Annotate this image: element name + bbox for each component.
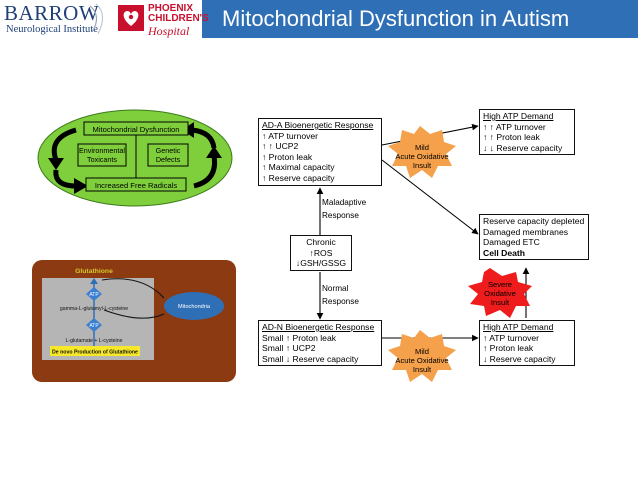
- death-line-2: Damaged membranes: [483, 226, 569, 237]
- maladaptive-label-2: Response: [322, 211, 359, 220]
- hi2-line-2: ↑ Proton leak: [483, 343, 534, 354]
- arrow-ada-to-death: [381, 159, 479, 235]
- pch-line1: PHOENIX: [148, 3, 194, 14]
- hi1-line-3: ↓ ↓ Reserve capacity: [483, 142, 563, 153]
- genetic-defects-label-1: Genetic: [156, 146, 181, 155]
- death-line-3: Damaged ETC: [483, 237, 540, 248]
- mito-dysfunction-label: Mitochondrial Dysfunction: [93, 125, 180, 134]
- hi1-line-1: ↑ ↑ ATP turnover: [483, 121, 546, 132]
- cycle-arrowhead: [206, 146, 222, 158]
- chronic-ros-box: Chronic ↑ROS ↓GSH/GSSG: [290, 235, 352, 271]
- barrow-logo-name: BARROW: [4, 1, 100, 25]
- atp-icon-top: [86, 287, 102, 301]
- hi2-line-3: ↓ Reserve capacity: [483, 353, 556, 364]
- adn-response-box: AD-N Bioenergetic Response Small ↑ Proto…: [258, 320, 382, 366]
- free-radicals-box: [85, 177, 187, 192]
- severe-line3: Insult: [491, 298, 510, 307]
- high-atp-demand-box-top: High ATP Demand ↑ ↑ ATP turnover ↑ ↑ Pro…: [479, 109, 575, 155]
- high-atp-demand-box-bottom: High ATP Demand ↑ ATP turnover ↑ Proton …: [479, 320, 575, 366]
- death-line-1: Reserve capacity depleted: [483, 216, 585, 226]
- adn-title: AD-N Bioenergetic Response: [262, 322, 375, 332]
- mild-insult-burst-top: [388, 126, 456, 178]
- slide-title: Mitochondrial Dysfunction in Autism: [222, 6, 570, 31]
- ada-response-box: AD-A Bioenergetic Response ↑ ATP turnove…: [258, 118, 382, 186]
- mild-insult-burst-bottom: [388, 330, 456, 382]
- mito-arrow-bottom: [103, 309, 165, 319]
- title-bar: [202, 0, 638, 38]
- cell-death-label: Cell Death: [483, 247, 526, 258]
- barrow-logo-subtitle: Neurological Institute: [6, 24, 98, 35]
- cycle-arrowhead: [74, 178, 88, 194]
- pch-logo-icon: [118, 5, 144, 31]
- cell-death-box: Reserve capacity depleted Damaged membra…: [479, 214, 589, 260]
- mild1-line3: Insult: [413, 161, 432, 170]
- cycle-arrow-left-top: [51, 127, 77, 161]
- severe-line2: Oxidative: [484, 289, 516, 298]
- ada-line-4: ↑ Maximal capacity: [262, 162, 335, 173]
- ada-line-1: ↑ ATP turnover: [262, 130, 319, 141]
- hi1-title: High ATP Demand: [483, 111, 554, 121]
- chronic-line-1: Chronic: [306, 237, 336, 247]
- atp-label-bottom: ATP: [89, 323, 99, 329]
- ada-line-5: ↑ Reserve capacity: [262, 172, 335, 183]
- free-radicals-label: Increased Free Radicals: [95, 181, 178, 190]
- de-novo-label: De novo Production of Glutathione: [52, 350, 138, 356]
- ada-line-2: ↑ ↑ UCP2: [262, 141, 299, 152]
- severe-insult-burst: [468, 268, 532, 318]
- pch-line3: Hospital: [148, 24, 190, 38]
- barrow-emblem-icon: [89, 3, 103, 35]
- cycle-arrow-right-bottom: [193, 155, 218, 189]
- genetic-defects-label-2: Defects: [156, 155, 181, 164]
- atp-icon-bottom: [86, 318, 102, 332]
- normal-label-1: Normal: [322, 284, 349, 293]
- mitochondria-label: Mitochondria: [178, 304, 211, 310]
- atp-label-top: ATP: [89, 292, 99, 298]
- chronic-line-2: ↑ROS: [309, 247, 333, 258]
- cycle-arrowhead: [48, 158, 64, 170]
- pathway-arrowhead: [90, 278, 98, 284]
- ada-line-3: ↑ Proton leak: [262, 151, 313, 162]
- mild1-line2: Acute Oxidative: [395, 152, 448, 161]
- hi2-title: High ATP Demand: [483, 322, 554, 332]
- chronic-line-3: ↓GSH/GSSG: [295, 258, 347, 269]
- adn-line-2: Small ↑ UCP2: [262, 343, 316, 354]
- pch-logo-text: PHOENIX CHILDREN'S: [148, 4, 209, 24]
- mild1-line1: Mild: [415, 143, 429, 152]
- env-toxicants-label-1: Environmental: [79, 146, 125, 155]
- glutathione-diagram: Glutathione ATP gamma-L-glutamyl-L-cyste…: [32, 260, 236, 382]
- bioenergetic-flow-diagram: Mild Acute Oxidative Insult Mild Acute O…: [316, 123, 532, 382]
- cycle-arrow-left-bottom: [53, 169, 77, 189]
- ada-title: AD-A Bioenergetic Response: [262, 120, 374, 130]
- env-toxicants-label-2: Toxicants: [87, 155, 117, 164]
- env-toxicants-box: [77, 143, 127, 167]
- hi1-line-2: ↑ ↑ Proton leak: [483, 132, 540, 143]
- maladaptive-label-1: Maladaptive: [322, 198, 367, 207]
- mitochondria-shape: [164, 292, 224, 320]
- mild2-line2: Acute Oxidative: [395, 356, 448, 365]
- adn-line-1: Small ↑ Proton leak: [262, 332, 337, 343]
- glutathione-title: Glutathione: [75, 268, 113, 275]
- mito-arrow-top: [101, 278, 165, 299]
- adn-line-3: Small ↓ Reserve capacity: [262, 353, 359, 364]
- gamma-glutamyl-label: gamma-L-glutamyl-L-cysteine: [60, 306, 128, 312]
- glutamate-cysteine-label: L-glutamate + L-cysteine: [66, 338, 123, 344]
- hi2-line-1: ↑ ATP turnover: [483, 332, 540, 343]
- cycle-arrow-right-top: [191, 127, 217, 149]
- mild2-line1: Mild: [415, 347, 429, 356]
- de-novo-label-bg: [50, 346, 140, 356]
- cycle-diagram: Mitochondrial Dysfunction Environmental …: [37, 109, 233, 207]
- mild2-line3: Insult: [413, 365, 432, 374]
- severe-line1: Severe: [488, 280, 512, 289]
- normal-label-2: Response: [322, 297, 359, 306]
- pch-line2: CHILDREN'S: [148, 13, 209, 24]
- genetic-defects-box: [147, 143, 189, 167]
